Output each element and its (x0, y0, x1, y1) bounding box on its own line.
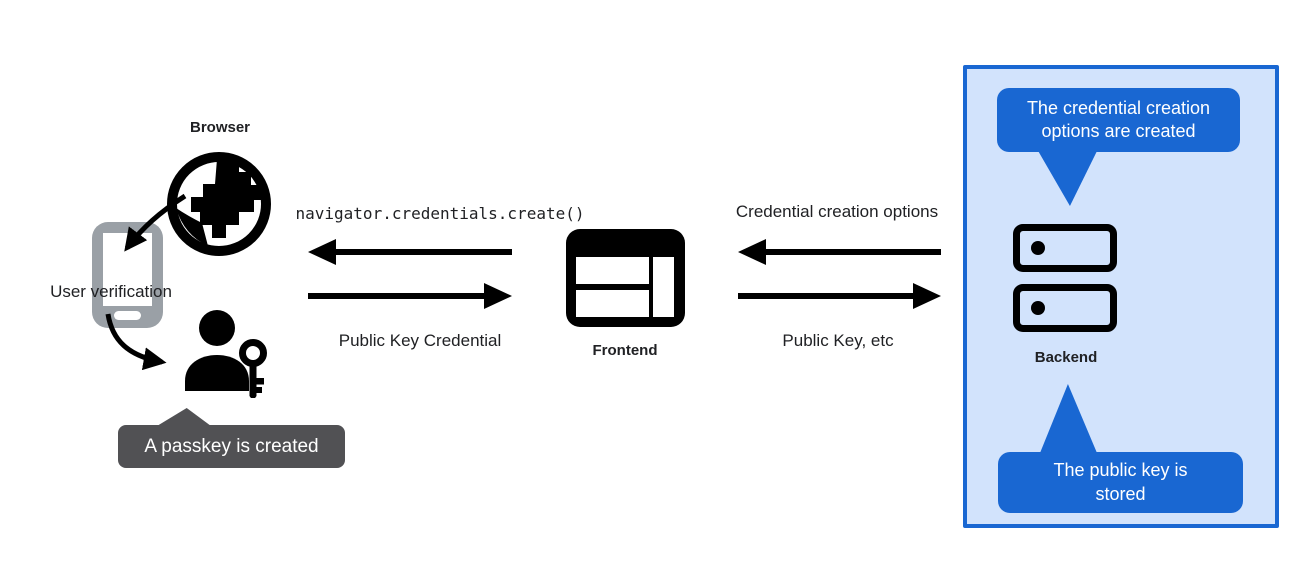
window-pane (576, 290, 649, 317)
arrow-browser-to-frontend (308, 283, 512, 309)
public-key-etc-label: Public Key, etc (782, 331, 894, 350)
public-key-stored-callout: The public key is stored (998, 452, 1243, 513)
browser-label: Browser (189, 119, 251, 136)
user-with-passkey-icon (177, 303, 272, 401)
arrow-frontend-to-backend (738, 283, 941, 309)
user-verification-label: User verification (50, 282, 172, 301)
person-key-icon (185, 310, 267, 401)
server-led-dot (1031, 301, 1045, 315)
window-pane (576, 257, 649, 284)
window-pane (653, 257, 674, 317)
arrow-backend-to-frontend (738, 239, 941, 265)
passkey-callout-pointer (157, 408, 211, 426)
frontend-window-icon (566, 229, 685, 327)
phone-icon (92, 222, 163, 328)
public-key-credential-label: Public Key Credential (338, 331, 502, 350)
arrow-frontend-to-browser (308, 239, 512, 265)
server-led-dot (1031, 241, 1045, 255)
server-icon (1013, 284, 1117, 332)
credential-creation-options-label: Credential creation options (735, 202, 939, 221)
options-created-callout: The credential creation options are crea… (997, 88, 1240, 152)
globe-icon (167, 152, 271, 256)
frontend-label: Frontend (592, 342, 658, 359)
server-icon (1013, 224, 1117, 272)
passkey-created-callout: A passkey is created (118, 425, 345, 468)
smartphone-icon (92, 222, 163, 328)
backend-label: Backend (1034, 349, 1098, 366)
browser-globe-icon (165, 150, 273, 258)
navigator-create-call-label: navigator.credentials.create() (295, 204, 585, 223)
